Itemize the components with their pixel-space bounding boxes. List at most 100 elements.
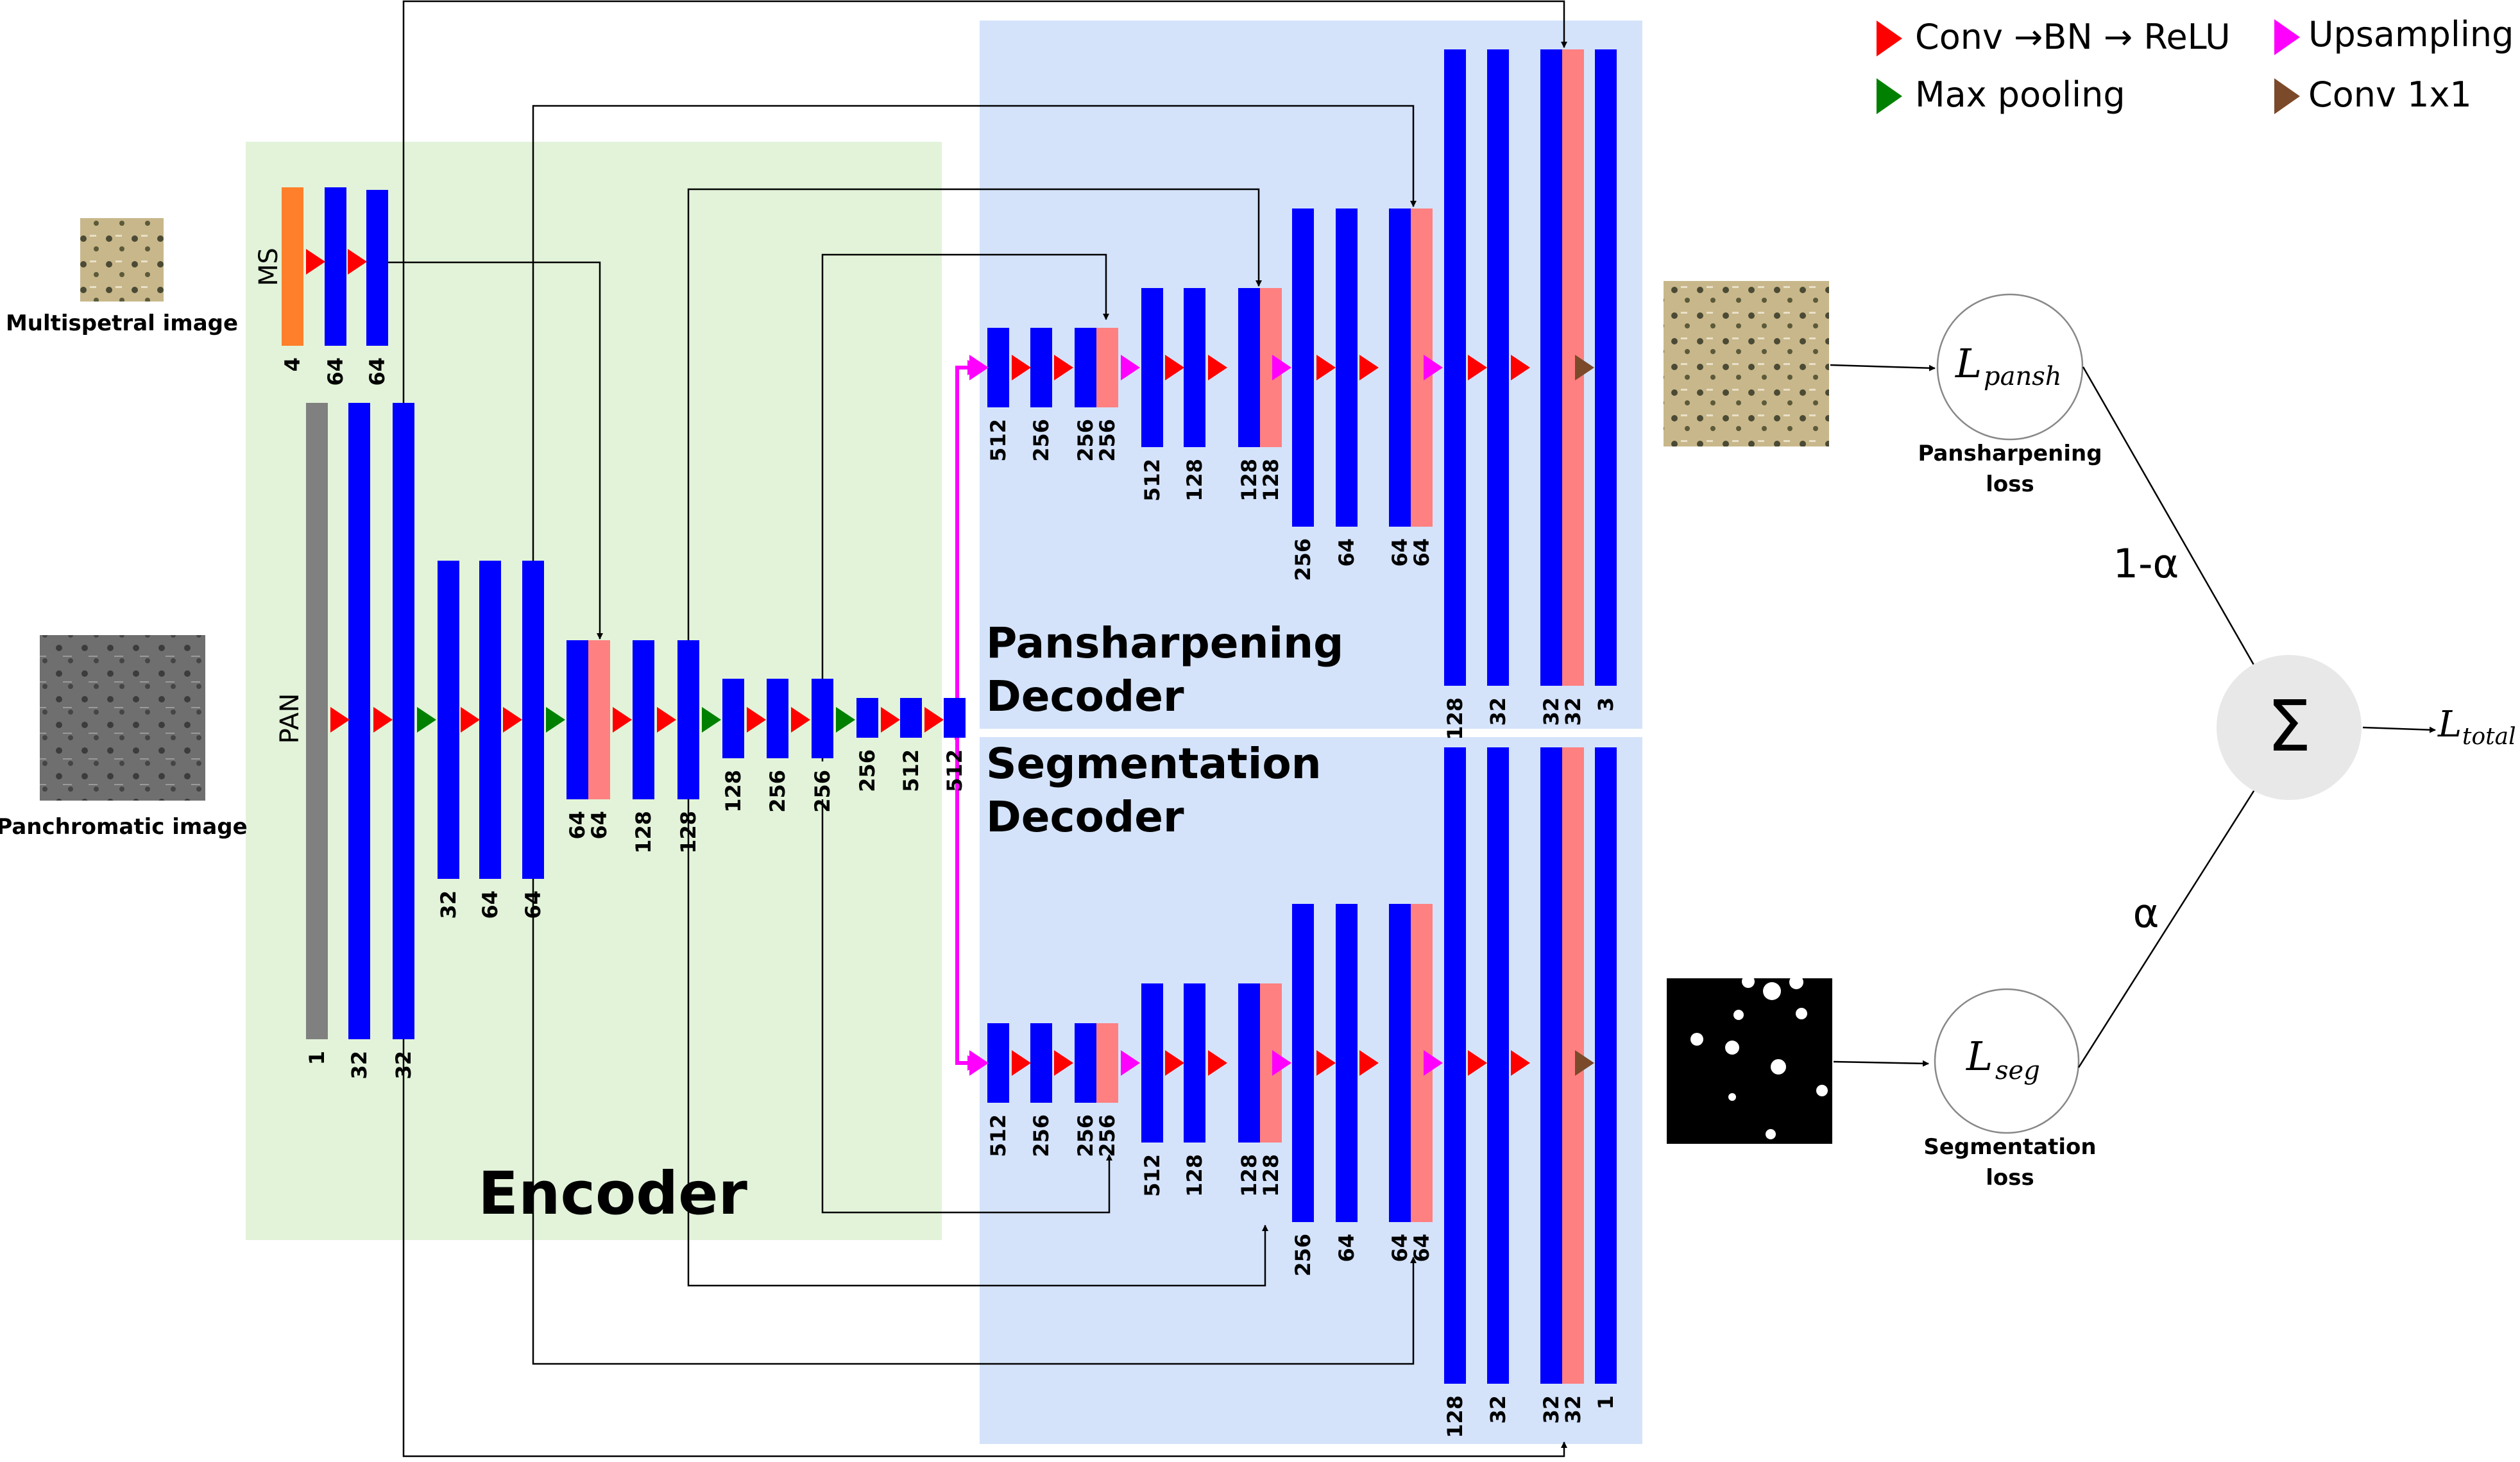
channel-label: 128 (1443, 1395, 1467, 1438)
skip-connection-line (402, 0, 1567, 403)
pansharpening-decoder-block (1141, 288, 1163, 447)
segmentation-weight-line (2077, 783, 2260, 1068)
channel-label: 3 (1594, 697, 1618, 711)
pansharpening-decoder-title-line2: Decoder (986, 672, 1184, 721)
operation-markers (306, 249, 1594, 1076)
encoder-concat-block-skip (588, 640, 610, 799)
channel-label: 128 (631, 811, 656, 854)
channel-label: 256 (1029, 1114, 1053, 1157)
legend-upsampling-label: Upsampling (2308, 14, 2514, 55)
channel-label: 128 (1182, 1154, 1207, 1197)
conv-marker (330, 707, 350, 733)
segmentation-loss-caption-line2: loss (1986, 1165, 2034, 1191)
panchromatic-image (40, 635, 205, 801)
channel-label: 512 (986, 419, 1010, 462)
pansharpening-decoder-title-line1: Pansharpening (986, 618, 1343, 668)
skip-connection-line (821, 253, 1109, 761)
channel-label: 128 (1259, 1154, 1283, 1197)
conv-marker (1054, 1050, 1073, 1076)
channel-label: 64 (587, 811, 611, 840)
segmentation-decoder-block (1487, 747, 1509, 1384)
channel-label: 512 (986, 1114, 1010, 1157)
channel-label: 64 (323, 357, 348, 386)
skip-connection-line (687, 799, 1268, 1287)
channel-label: 32 (1486, 1395, 1510, 1424)
channel-label: 64 (1334, 538, 1359, 567)
conv-marker (1468, 355, 1487, 380)
total-loss-subscript: total (2462, 724, 2516, 750)
channel-label: 512 (1140, 1154, 1164, 1197)
channel-label: 512 (1140, 459, 1164, 502)
encoder-block (633, 640, 654, 799)
channel-label: 256 (1095, 419, 1120, 462)
channel-label: 32 (1486, 697, 1510, 726)
channel-label: 32 (347, 1051, 371, 1080)
sum-node (2217, 655, 2362, 800)
segmentation-decoder-block (1444, 747, 1466, 1384)
conv-marker (461, 707, 480, 733)
segmentation-decoder-concat-block-skip (1096, 1023, 1118, 1103)
legend-upsampling-marker (2274, 19, 2300, 55)
conv-marker (1359, 355, 1379, 380)
segmentation-decoder-concat-block-left (1540, 747, 1562, 1384)
sum-symbol: Σ (2267, 685, 2311, 767)
segmentation-decoder-block (1141, 983, 1163, 1143)
segmentation-decoder-block (987, 1023, 1009, 1103)
multispectral-caption: Multispetral image (6, 310, 238, 336)
channel-label: 64 (1334, 1234, 1359, 1262)
segmentation-decoder-concat-block-left (1075, 1023, 1096, 1103)
encoder-block (393, 403, 414, 1039)
skip-connection-line (821, 799, 1112, 1214)
pansharpening-decoder-block (1487, 49, 1509, 686)
channel-label: 128 (721, 770, 745, 813)
channel-label: 256 (1291, 1234, 1315, 1277)
legend-conv-marker (1877, 21, 1902, 56)
channel-label: 64 (365, 357, 389, 386)
pan-input-label: PAN (275, 693, 305, 744)
segmentation-decoder-block (1336, 904, 1358, 1222)
ms-conv-block (325, 187, 346, 346)
channel-label: 128 (1443, 697, 1467, 740)
ms-conv-block (366, 190, 388, 346)
segmentation-loss-node (1934, 988, 2080, 1134)
conv-marker (791, 707, 810, 733)
encoder-block (812, 679, 833, 758)
conv-marker (924, 707, 944, 733)
upsampling-marker (1272, 1050, 1291, 1076)
conv-marker (503, 707, 522, 733)
pansharpening-decoder-block (1336, 208, 1358, 527)
conv-marker (881, 707, 900, 733)
encoder-block (438, 561, 459, 879)
channel-label: 64 (1388, 1234, 1412, 1262)
segmentation-decoder-block (1184, 983, 1205, 1143)
skip-connection-line (532, 879, 1417, 1365)
upsampling-marker (1121, 355, 1140, 380)
conv-marker (1511, 355, 1530, 380)
channel-label: 32 (436, 890, 461, 919)
channel-label: 128 (676, 811, 701, 854)
channel-label: 64 (1409, 538, 1434, 567)
conv1x1-marker (1575, 1050, 1594, 1076)
upsampling-path-top (955, 360, 983, 740)
pansharpening-loss-caption-line1: Pansharpening (1918, 441, 2102, 466)
segmentation-decoder-title-line1: Segmentation (986, 739, 1322, 788)
channel-label: 64 (1388, 538, 1412, 567)
pansharpening-weight-label: 1-α (2113, 540, 2179, 587)
conv-marker (613, 707, 632, 733)
pansharpened-output-image (1664, 281, 1829, 446)
skip-connection-line (379, 261, 603, 640)
ms-input-block (282, 187, 303, 346)
segmentation-decoder-output-block (1595, 747, 1617, 1384)
conv-marker (1208, 1050, 1227, 1076)
channel-label: 64 (521, 890, 545, 919)
pansharpening-decoder-concat-block-left (1389, 208, 1411, 527)
channel-label: 32 (1539, 697, 1563, 726)
conv-marker (1012, 1050, 1031, 1076)
channel-label: 256 (1291, 538, 1315, 581)
channel-label: 128 (1182, 459, 1207, 502)
encoder-bottleneck-block (944, 698, 966, 738)
channel-label: 128 (1259, 459, 1283, 502)
pansharpening-loss-symbol: L (1955, 340, 1982, 387)
encoder-block (522, 561, 544, 879)
